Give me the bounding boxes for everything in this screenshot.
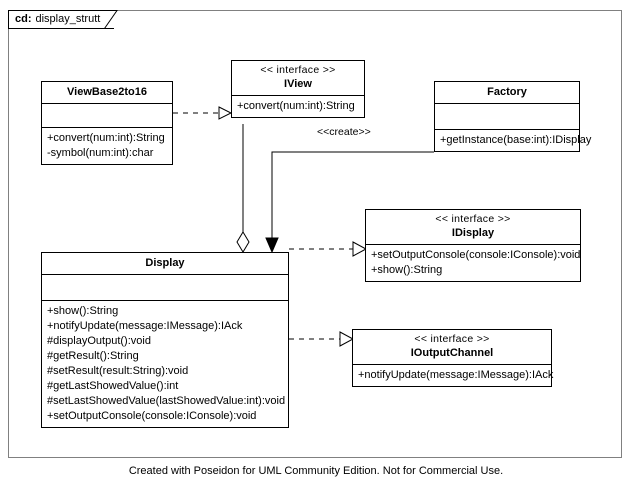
- diagram-frame-tab-corner: [104, 10, 118, 29]
- operation-item: +show():String: [371, 264, 443, 276]
- class-stereotype-ioutputchannel: << interface >>: [414, 333, 490, 345]
- class-header-factory: Factory: [435, 82, 579, 104]
- class-header-ioutputchannel: << interface >> IOutputChannel: [353, 330, 551, 365]
- operation-item: +notifyUpdate(message:IMessage):IAck: [358, 369, 554, 381]
- operation-item: +getInstance(base:int):IDisplay: [440, 134, 592, 146]
- operation-item: #setLastShowedValue(lastShowedValue:int)…: [47, 395, 286, 407]
- class-box-ioutputchannel[interactable]: << interface >> IOutputChannel +notifyUp…: [352, 329, 554, 387]
- class-attributes-display: [42, 275, 288, 301]
- class-header-viewbase2to16: ViewBase2to16: [42, 82, 172, 104]
- operation-item: +setOutputConsole(console:IConsole):void: [47, 410, 257, 422]
- diagram-kind-label: cd:: [15, 13, 32, 25]
- operation-item: +notifyUpdate(message:IMessage):IAck: [47, 320, 243, 332]
- class-attributes-factory: [435, 104, 579, 130]
- class-stereotype-idisplay: << interface >>: [435, 213, 511, 225]
- class-box-factory[interactable]: Factory +getInstance(base:int):IDisplay: [434, 81, 592, 152]
- class-operations-iview: +convert(num:int):String: [232, 96, 364, 117]
- class-operations-idisplay: +setOutputConsole(console:IConsole):void…: [366, 245, 580, 281]
- edge-label-create: <<create>>: [316, 126, 372, 138]
- class-attributes-viewbase2to16: [42, 104, 172, 128]
- class-name-display: Display: [145, 257, 185, 269]
- operation-item: #displayOutput():void: [47, 335, 151, 347]
- class-box-display[interactable]: Display +show():String +notifyUpdate(mes…: [41, 252, 289, 428]
- operation-item: #getResult():String: [47, 350, 139, 362]
- operation-item: -symbol(num:int):char: [47, 147, 154, 159]
- class-stereotype-iview: << interface >>: [260, 64, 336, 76]
- operation-item: +convert(num:int):String: [237, 100, 355, 112]
- class-box-idisplay[interactable]: << interface >> IDisplay +setOutputConso…: [365, 209, 581, 282]
- operation-item: #setResult(result:String):void: [47, 365, 189, 377]
- diagram-frame-tab: cd: display_strutt: [8, 10, 115, 29]
- operation-item: #getLastShowedValue():int: [47, 380, 179, 392]
- operation-item: +show():String: [47, 305, 119, 317]
- class-operations-factory: +getInstance(base:int):IDisplay: [435, 130, 592, 151]
- diagram-name-label: display_strutt: [35, 13, 101, 25]
- class-header-idisplay: << interface >> IDisplay: [366, 210, 580, 245]
- class-name-ioutputchannel: IOutputChannel: [410, 347, 494, 359]
- class-name-viewbase2to16: ViewBase2to16: [67, 86, 147, 98]
- class-box-viewbase2to16[interactable]: ViewBase2to16 +convert(num:int):String -…: [41, 81, 173, 165]
- class-box-iview[interactable]: << interface >> IView +convert(num:int):…: [231, 60, 365, 118]
- class-header-display: Display: [42, 253, 288, 275]
- operation-item: +convert(num:int):String: [47, 132, 165, 144]
- operation-item: +setOutputConsole(console:IConsole):void: [371, 249, 581, 261]
- class-name-factory: Factory: [487, 86, 527, 98]
- class-header-iview: << interface >> IView: [232, 61, 364, 96]
- class-name-iview: IView: [284, 78, 312, 90]
- class-operations-display: +show():String +notifyUpdate(message:IMe…: [42, 301, 288, 427]
- class-name-idisplay: IDisplay: [451, 227, 495, 239]
- class-operations-ioutputchannel: +notifyUpdate(message:IMessage):IAck: [353, 365, 554, 386]
- footer-credit: Created with Poseidon for UML Community …: [128, 465, 504, 477]
- class-operations-viewbase2to16: +convert(num:int):String -symbol(num:int…: [42, 128, 172, 164]
